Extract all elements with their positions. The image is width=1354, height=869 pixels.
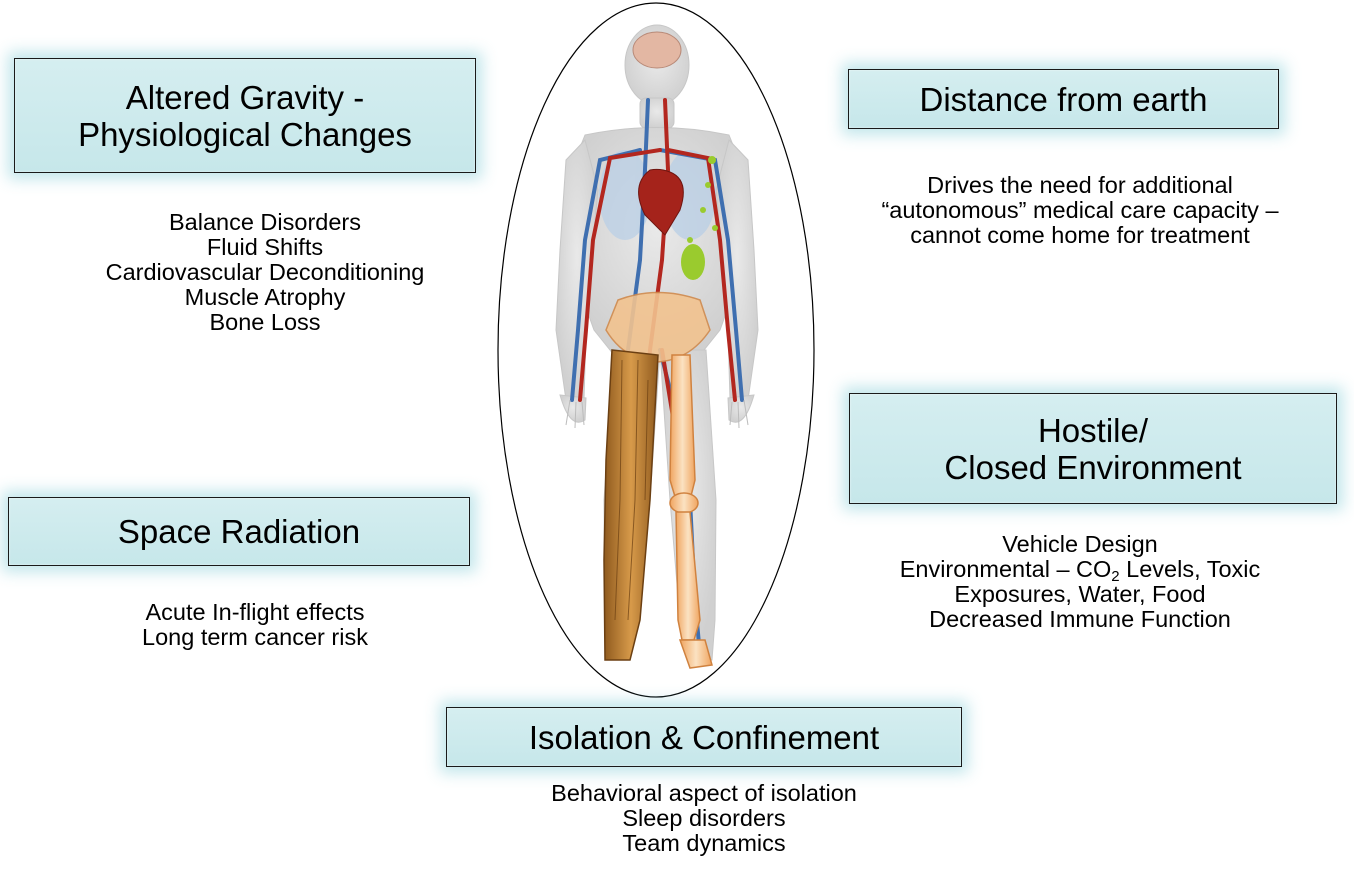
- list-item: Bone Loss: [30, 310, 500, 335]
- list-item: Vehicle Design: [812, 532, 1348, 557]
- body-silhouette: [556, 25, 758, 660]
- leg-bones: [670, 355, 712, 668]
- list-item: Decreased Immune Function: [812, 607, 1348, 632]
- gravity-box: Altered Gravity - Physiological Changes: [14, 58, 476, 173]
- heart-icon: [639, 169, 684, 235]
- radiation-box: Space Radiation: [8, 497, 470, 566]
- radiation-title: Space Radiation: [118, 513, 360, 550]
- list-item: Long term cancer risk: [30, 625, 480, 650]
- list-item: Drives the need for additional: [800, 173, 1354, 198]
- list-item: cannot come home for treatment: [800, 223, 1354, 248]
- list-item: “autonomous” medical care capacity –: [800, 198, 1354, 223]
- list-item: Muscle Atrophy: [30, 285, 500, 310]
- list-item: Team dynamics: [454, 831, 954, 856]
- distance-title: Distance from earth: [920, 81, 1208, 118]
- list-item: Environmental – CO2 Levels, Toxic: [812, 557, 1348, 582]
- lungs-icon: [599, 150, 716, 240]
- gravity-title-line-2: Physiological Changes: [78, 116, 412, 153]
- body-enclosure-ellipse: [498, 3, 814, 697]
- brain-icon: [633, 32, 681, 68]
- list-item: Fluid Shifts: [30, 235, 500, 260]
- list-item: Sleep disorders: [454, 806, 954, 831]
- isolation-list: Behavioral aspect of isolation Sleep dis…: [454, 781, 954, 856]
- list-item: Exposures, Water, Food: [812, 582, 1348, 607]
- isolation-box: Isolation & Confinement: [446, 707, 962, 767]
- list-item: Balance Disorders: [30, 210, 500, 235]
- gravity-title-line-1: Altered Gravity -: [78, 79, 412, 116]
- gravity-list: Balance Disorders Fluid Shifts Cardiovas…: [30, 210, 500, 335]
- arteries: [580, 100, 735, 655]
- radiation-list: Acute In-flight effects Long term cancer…: [30, 600, 480, 650]
- list-item: Cardiovascular Deconditioning: [30, 260, 500, 285]
- list-item: Acute In-flight effects: [30, 600, 480, 625]
- list-item: Behavioral aspect of isolation: [454, 781, 954, 806]
- hostile-title-line-1: Hostile/: [944, 412, 1241, 449]
- lymph-nodes: [681, 156, 718, 280]
- isolation-title: Isolation & Confinement: [529, 719, 879, 756]
- pelvis-icon: [606, 293, 710, 363]
- veins: [572, 100, 742, 655]
- distance-list: Drives the need for additional “autonomo…: [800, 173, 1354, 248]
- hostile-list: Vehicle Design Environmental – CO2 Level…: [812, 532, 1348, 632]
- hostile-box: Hostile/ Closed Environment: [849, 393, 1337, 504]
- leg-muscles: [604, 350, 658, 660]
- distance-box: Distance from earth: [848, 69, 1279, 129]
- hostile-title-line-2: Closed Environment: [944, 449, 1241, 486]
